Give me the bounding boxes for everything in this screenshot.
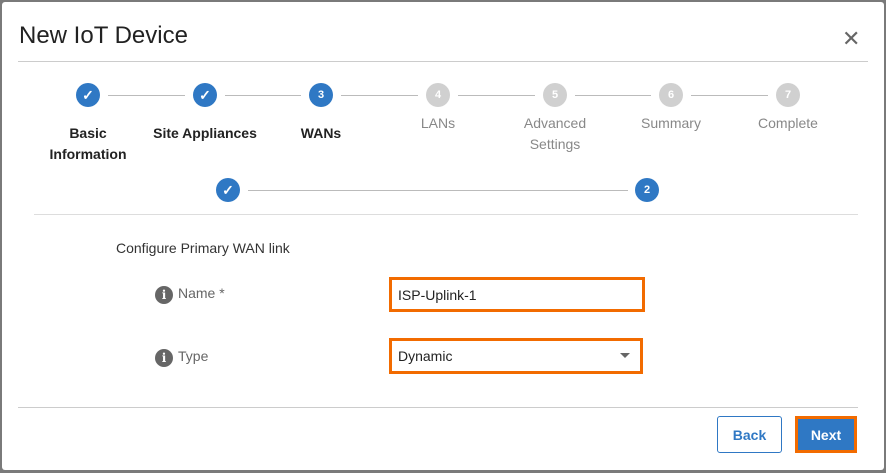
step-4-indicator: 4 — [426, 83, 450, 107]
step-7-label: Complete — [758, 115, 818, 131]
step-1-label: Basic Information — [49, 125, 127, 162]
step-5-label: Advanced Settings — [523, 115, 587, 152]
substepper-divider — [34, 214, 858, 215]
close-icon[interactable]: ✕ — [842, 26, 861, 51]
info-icon[interactable]: i — [155, 349, 173, 367]
step-6-indicator: 6 — [659, 83, 683, 107]
dialog-title: New IoT Device — [19, 22, 188, 49]
name-value: ISP-Uplink-1 — [398, 286, 477, 303]
substep-2-indicator: 2 — [635, 178, 659, 202]
section-title: Configure Primary WAN link — [116, 240, 290, 256]
next-button[interactable]: Next — [795, 416, 857, 453]
type-select[interactable]: Dynamic — [389, 338, 643, 374]
step-3-label: WANs — [300, 125, 342, 141]
info-icon[interactable]: i — [155, 286, 173, 304]
chevron-down-icon — [620, 353, 630, 358]
name-label: Name * — [178, 285, 225, 301]
check-icon: ✓ — [193, 83, 217, 107]
step-connector — [691, 95, 768, 96]
step-3-indicator: 3 — [309, 83, 333, 107]
step-connector — [458, 95, 535, 96]
check-icon: ✓ — [216, 178, 240, 202]
step-5-indicator: 5 — [543, 83, 567, 107]
step-7-indicator: 7 — [776, 83, 800, 107]
step-2-label: Site Appliances — [153, 125, 257, 141]
footer-divider — [18, 407, 858, 408]
step-connector — [575, 95, 651, 96]
step-connector — [108, 95, 185, 96]
type-value: Dynamic — [398, 348, 453, 364]
step-connector — [225, 95, 301, 96]
back-button[interactable]: Back — [717, 416, 782, 453]
header-divider — [18, 61, 868, 62]
step-6-label: Summary — [641, 115, 701, 131]
step-4-label: LANs — [420, 115, 456, 131]
check-icon: ✓ — [76, 83, 100, 107]
name-input[interactable]: ISP-Uplink-1 — [389, 277, 645, 312]
step-connector — [341, 95, 418, 96]
substep-connector — [248, 190, 628, 191]
type-label: Type — [178, 348, 209, 364]
